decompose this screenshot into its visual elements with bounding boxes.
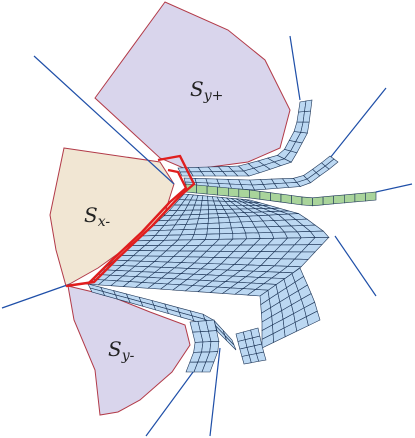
mesh-cell <box>218 222 232 229</box>
mesh-cell <box>224 335 237 351</box>
mesh-cell <box>232 232 247 240</box>
sy-plus-region <box>94 1 291 171</box>
mesh-cell <box>196 217 209 225</box>
region-labels: Sy+ Sx- Sy- <box>84 77 223 364</box>
mesh-cell <box>305 310 321 327</box>
mesh-cell <box>207 217 220 224</box>
guide-lines <box>1 35 413 437</box>
guide-line-n <box>289 35 301 101</box>
mesh-cell <box>245 232 261 240</box>
mesh-cell <box>291 195 303 206</box>
mesh-cell <box>200 204 209 211</box>
mesh-cell <box>196 184 208 195</box>
mesh-cell <box>219 227 234 235</box>
red-boundary <box>65 154 196 288</box>
guide-line-ssw <box>145 367 197 437</box>
mesh-fan-top <box>177 99 313 177</box>
mesh-fan-lower-a <box>259 267 321 349</box>
mesh-cell <box>280 193 292 204</box>
mesh-cell <box>201 200 209 206</box>
sy-minus-region <box>67 285 191 416</box>
mesh-cell <box>180 228 196 236</box>
mesh-cell <box>207 222 220 230</box>
red-outer-boundary <box>65 154 196 288</box>
mesh-cell <box>343 193 356 204</box>
mesh-cell <box>228 187 240 198</box>
mesh-cell <box>259 190 271 202</box>
mesh-cell <box>256 351 267 362</box>
red-inner-boundary <box>87 168 188 285</box>
mesh-cell <box>204 233 221 240</box>
mesh-cell <box>333 194 345 205</box>
mesh-cell <box>217 186 229 197</box>
mesh-fan-lower-c <box>185 319 220 373</box>
mesh-cell <box>209 340 220 353</box>
sx-minus-region <box>49 147 175 287</box>
mesh-cell <box>201 361 215 373</box>
mesh-cell <box>206 185 218 196</box>
sy-plus-label: Sy+ <box>190 77 223 104</box>
mesh-cell <box>354 192 366 203</box>
structured-mesh <box>85 99 339 373</box>
mesh-cell <box>218 216 231 224</box>
mesh-fan-main <box>85 193 330 297</box>
mesh-cell <box>195 223 209 230</box>
guide-line-s <box>209 347 221 437</box>
sy-minus-label: Sy- <box>108 337 135 364</box>
mesh-cell <box>302 110 311 123</box>
green-strip <box>185 183 377 207</box>
mesh-fan-lower-d <box>235 327 267 365</box>
regions <box>49 1 291 416</box>
mesh-green-strip <box>185 183 377 207</box>
mesh-cell <box>324 158 339 170</box>
mesh-cell <box>270 192 282 203</box>
mesh-cell <box>201 195 209 202</box>
mesh-fan-lower-b <box>87 283 237 351</box>
mesh-cell <box>249 189 261 200</box>
mesh-cell <box>206 228 221 235</box>
mesh-cell <box>199 209 209 215</box>
mesh-cell <box>258 232 275 239</box>
guide-line-nw <box>33 55 175 185</box>
mesh-cell <box>238 188 250 199</box>
guide-line-ne <box>329 87 387 159</box>
mesh-cell <box>312 196 324 207</box>
guide-line-se <box>334 235 377 297</box>
mesh-cell <box>193 228 208 235</box>
mesh-cell <box>208 209 218 215</box>
mesh-cell <box>192 204 202 211</box>
mesh-cell <box>301 196 313 207</box>
mesh-cell <box>191 233 208 241</box>
sx-minus-label: Sx- <box>84 203 110 230</box>
guide-line-e <box>375 183 413 193</box>
guide-line-sw <box>1 283 71 309</box>
mesh-cell <box>304 99 313 112</box>
mesh-cell <box>322 195 335 206</box>
mesh-cell <box>365 191 377 202</box>
mesh-cell <box>218 233 234 240</box>
mesh-cell <box>183 223 198 230</box>
